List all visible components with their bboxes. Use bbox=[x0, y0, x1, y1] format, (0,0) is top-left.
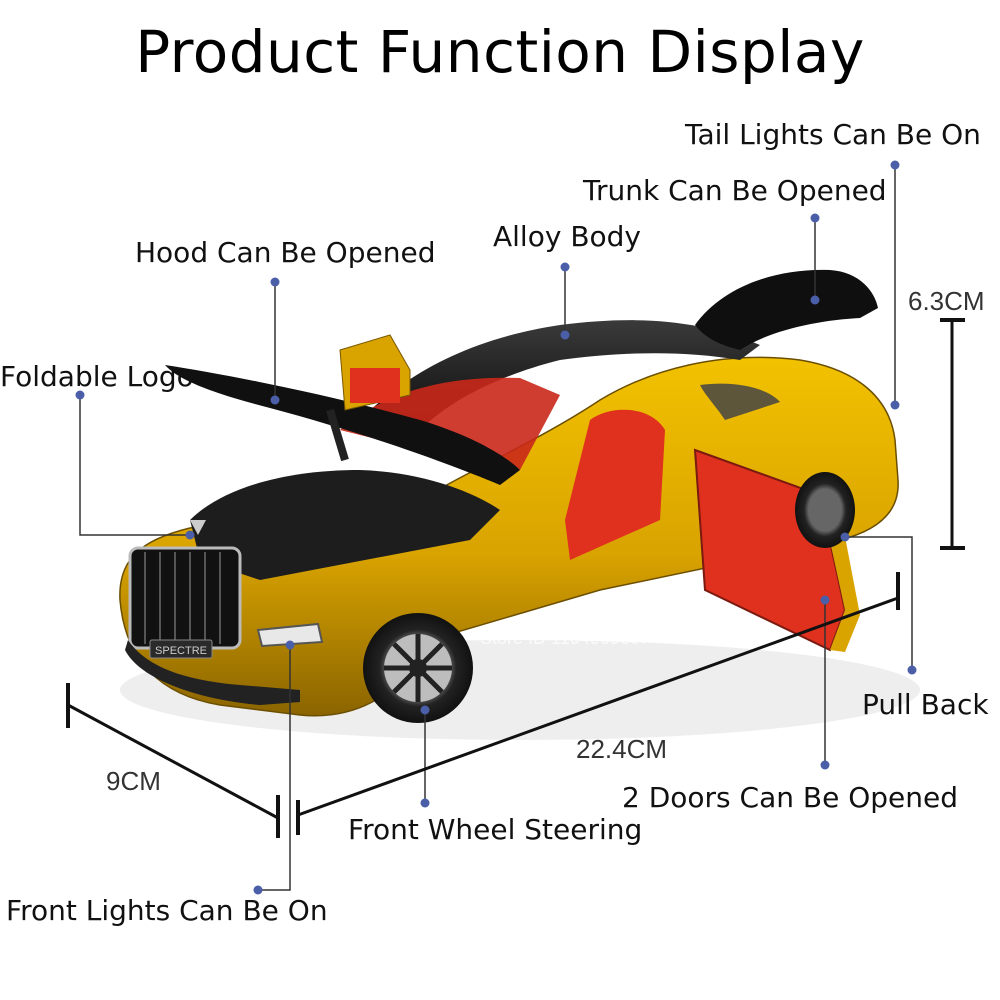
car-roof bbox=[360, 320, 760, 430]
front-bumper bbox=[125, 640, 300, 705]
store-watermark: Store ID 1104069607 bbox=[480, 628, 650, 648]
hood-label: Hood Can Be Opened bbox=[135, 236, 436, 269]
plate-text: SPECTRE bbox=[155, 645, 207, 657]
front-lights-label: Front Lights Can Be On bbox=[6, 894, 328, 927]
hood-open bbox=[165, 365, 520, 485]
dimension-height bbox=[940, 318, 965, 550]
engine-bay bbox=[190, 470, 500, 580]
rear-wheel bbox=[795, 472, 855, 548]
license-plate bbox=[149, 639, 213, 659]
alloy-body-label: Alloy Body bbox=[493, 220, 641, 253]
grille-slats bbox=[144, 552, 221, 644]
hood-ornament bbox=[190, 520, 206, 535]
front-wheel-label: Front Wheel Steering bbox=[348, 813, 643, 846]
length-dimension: 22.4CM bbox=[576, 734, 668, 764]
foldable-logo-label: Foldable Logo bbox=[0, 360, 194, 393]
front-grille bbox=[128, 546, 242, 650]
pull-back-label: Pull Back bbox=[862, 688, 989, 721]
left-door-interior bbox=[350, 368, 400, 403]
tail-lights-label: Tail Lights Can Be On bbox=[685, 118, 981, 151]
trunk-label: Trunk Can Be Opened bbox=[583, 174, 887, 207]
leader-dots bbox=[75, 160, 917, 895]
leader-lines bbox=[79, 165, 913, 891]
rear-window bbox=[700, 383, 780, 420]
height-dimension: 6.3CM bbox=[908, 286, 985, 316]
doors-label: 2 Doors Can Be Opened bbox=[622, 781, 959, 814]
dimension-width bbox=[66, 683, 280, 838]
headlight bbox=[256, 622, 324, 648]
seat bbox=[565, 409, 665, 560]
dimension-length bbox=[296, 572, 900, 835]
page-title: Product Function Display bbox=[135, 18, 865, 86]
width-dimension: 9CM bbox=[106, 766, 161, 796]
hood-strut bbox=[326, 408, 349, 462]
trunk-open bbox=[695, 269, 878, 350]
